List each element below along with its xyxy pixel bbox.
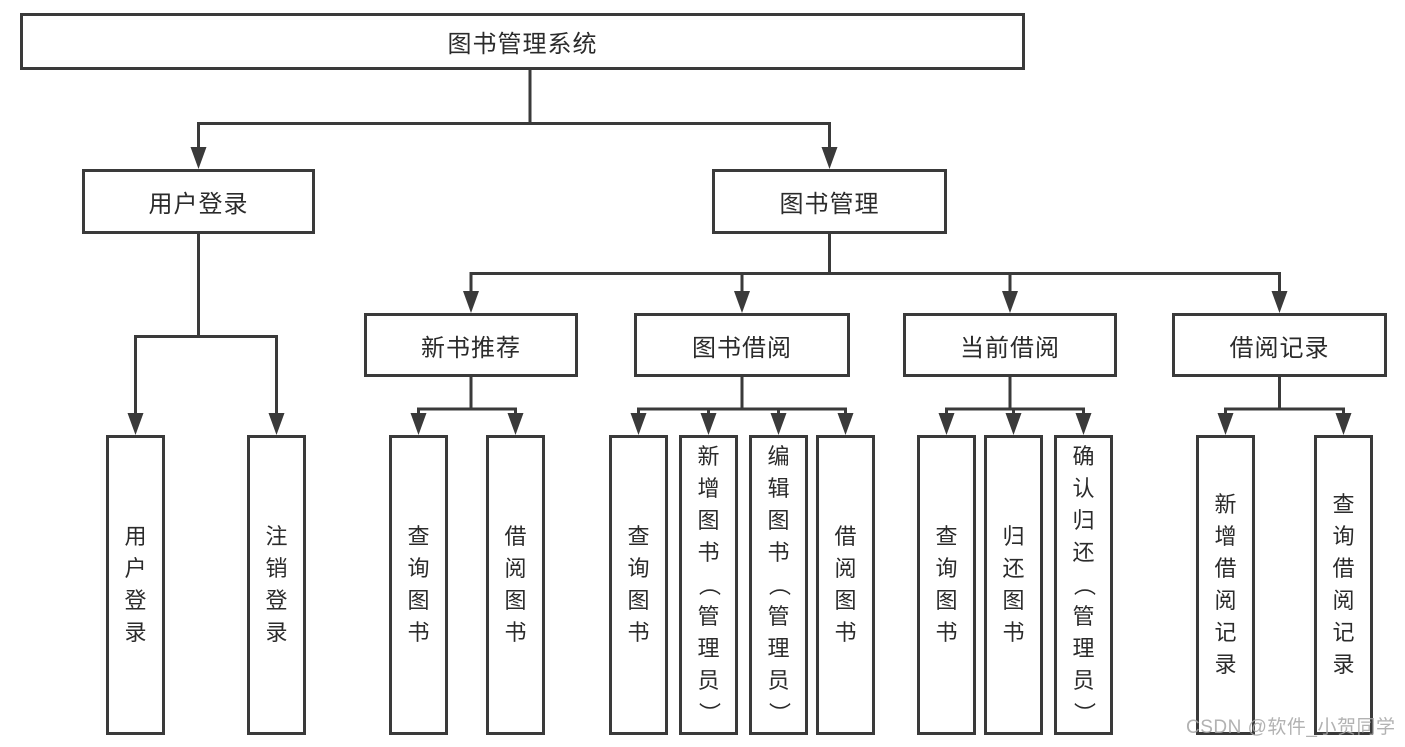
node-borrowing-records: 借阅记录 [1172,313,1387,377]
node-book-borrowing: 图书借阅 [634,313,850,377]
leaf-return-books-label: 归还图书 [1002,524,1025,645]
leaf-add-book-admin-label: 新增图书（管理员） [696,444,722,724]
node-current-borrowing-label: 当前借阅 [960,334,1060,362]
leaf-user-login: 用户登录 [106,435,165,735]
node-book-borrowing-label: 图书借阅 [692,334,792,362]
leaf-query-borrow-record-label: 查询借阅记录 [1332,492,1355,677]
leaf-query-books-borrowing-label: 查询图书 [627,524,650,645]
node-borrowing-records-label: 借阅记录 [1229,334,1330,362]
node-new-book-recommend: 新书推荐 [364,313,578,377]
node-user-login: 用户登录 [82,169,315,234]
node-new-book-recommend-label: 新书推荐 [421,334,521,362]
leaf-user-login-label: 用户登录 [124,524,147,645]
leaf-confirm-return-admin: 确认归还（管理员） [1054,435,1113,735]
leaf-return-books: 归还图书 [984,435,1043,735]
node-current-borrowing: 当前借阅 [903,313,1117,377]
leaf-borrow-books-label: 借阅图书 [834,524,857,645]
leaf-query-books-borrowing: 查询图书 [609,435,668,735]
leaf-query-books-recommend-label: 查询图书 [407,524,430,645]
leaf-edit-book-admin-label: 编辑图书（管理员） [766,444,792,724]
leaf-borrow-books-recommend: 借阅图书 [486,435,545,735]
leaf-confirm-return-admin-label: 确认归还（管理员） [1071,444,1097,724]
node-root-label: 图书管理系统 [447,31,598,58]
leaf-query-borrow-record: 查询借阅记录 [1314,435,1373,735]
leaf-logout: 注销登录 [247,435,306,735]
leaf-edit-book-admin: 编辑图书（管理员） [749,435,808,735]
node-book-management: 图书管理 [712,169,947,234]
leaf-query-books-current-label: 查询图书 [935,524,958,645]
leaf-borrow-books-recommend-label: 借阅图书 [504,524,527,645]
leaf-query-books-current: 查询图书 [917,435,976,735]
node-root: 图书管理系统 [20,13,1025,70]
leaf-query-books-recommend: 查询图书 [389,435,448,735]
leaf-borrow-books: 借阅图书 [816,435,875,735]
leaf-add-borrow-record-label: 新增借阅记录 [1214,492,1237,677]
leaf-add-book-admin: 新增图书（管理员） [679,435,738,735]
node-book-management-label: 图书管理 [779,191,880,218]
leaf-add-borrow-record: 新增借阅记录 [1196,435,1255,735]
watermark: CSDN @软件_小贺同学 [1186,717,1396,738]
node-user-login-label: 用户登录 [148,191,249,218]
leaf-logout-label: 注销登录 [265,524,288,645]
